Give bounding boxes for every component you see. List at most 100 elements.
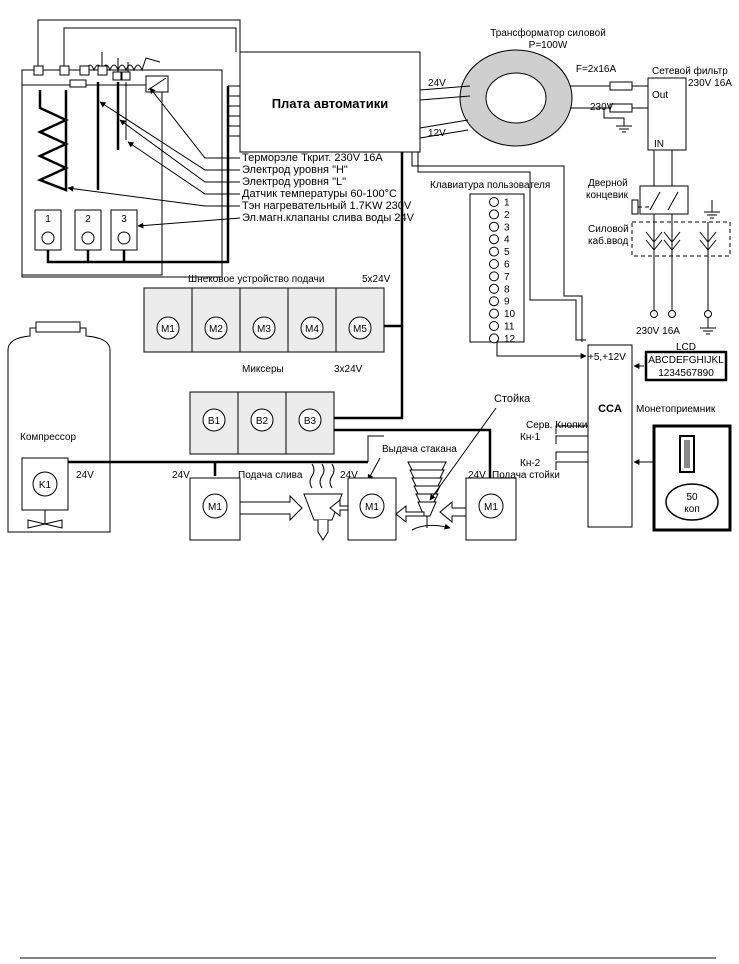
terminal-2 <box>59 65 70 76</box>
keyboard-key-icon <box>489 283 499 294</box>
automation-board: Плата автоматики 24V 12V <box>228 51 446 153</box>
cup-dispenser: Выдача стакана M1 <box>329 435 457 541</box>
drain-feed-title: Подача слива <box>238 470 303 481</box>
callout-electrode-h: Электрод уровня "H" <box>242 164 348 176</box>
lcd-box <box>644 350 728 382</box>
cup-dispenser-motor-icon <box>359 493 385 519</box>
auger-motor-label: M5 <box>353 324 367 335</box>
keyboard-key-label: 6 <box>504 260 510 271</box>
mixers-voltage: 3x24V <box>334 364 363 375</box>
stand-feed-motor-icon <box>478 493 504 519</box>
drain-feed-motor-icon <box>202 493 228 519</box>
door-switch: Дверной концевик <box>586 150 720 219</box>
keyboard-key-icon <box>489 197 499 207</box>
mixers-title: Миксеры <box>242 364 284 375</box>
coin-unit: коп <box>684 504 699 515</box>
keyboard-key-label: 1 <box>504 198 510 209</box>
terminal-4 <box>97 65 108 76</box>
terminal-1 <box>33 65 44 76</box>
cca-kn1: Кн-1 <box>520 432 541 443</box>
keyboard-key-label: 2 <box>504 210 510 221</box>
fuse-block: F=2x16A 230V <box>576 64 648 133</box>
keyboard-key-icon <box>489 209 499 220</box>
keyboard-key-label: 12 <box>504 334 516 345</box>
lcd-title: LCD <box>676 342 696 353</box>
auger-motor-icon <box>252 316 276 340</box>
valve-label: 1 <box>45 214 51 225</box>
keyboard-key-icon <box>489 308 499 319</box>
compressor: Компрессор K1 24V <box>7 321 368 533</box>
drain-valves: 1 2 3 <box>34 209 138 251</box>
lcd-line2: 1234567890 <box>658 368 714 379</box>
compressor-motor-icon <box>32 471 58 497</box>
net-filter-out: Out <box>652 90 668 101</box>
mixer-motor-icon <box>202 408 226 432</box>
auger-title: Шнековое устройство подачи <box>188 274 324 285</box>
door-switch-label-1: Дверной <box>588 178 628 189</box>
power-input: Силовой каб.ввод 230V 16A <box>588 214 731 337</box>
stand-feed-title: Подача стойки <box>492 470 560 481</box>
mixer-motor-icon <box>298 408 322 432</box>
stand: Стойка <box>429 393 531 501</box>
keyboard-key-label: 3 <box>504 222 510 233</box>
board-12v-label: 12V <box>428 128 446 139</box>
keyboard-key-icon <box>489 234 499 245</box>
cup-dispenser-voltage: 24V <box>340 470 358 481</box>
automation-board-box <box>239 51 421 153</box>
keyboard-key-icon <box>489 221 499 232</box>
power-input-rating: 230V 16A <box>636 326 680 337</box>
valve-label: 2 <box>85 214 91 225</box>
power-input-label-2: каб.ввод <box>588 235 629 247</box>
stand-feed: 24V Подача стойки M1 <box>439 470 560 541</box>
cca-controller: +5,+12V CCA Серв. Кнопки Кн-1 Кн-2 <box>411 152 633 528</box>
net-filter: Сетевой фильтр 230V 16A Out IN <box>647 65 732 151</box>
stand-feed-arrow-icon <box>439 500 467 524</box>
drain-feed-arrow-icon <box>239 494 303 522</box>
keyboard-key-label: 8 <box>504 284 510 295</box>
door-switch-box <box>639 185 689 215</box>
cca-box <box>587 344 633 528</box>
callout-thermo-relay: Терморэле Ткрит. 230V 16A <box>242 152 383 164</box>
keyboard-key-icon <box>489 246 499 257</box>
net-filter-in: IN <box>654 139 664 150</box>
keyboard-key-icon <box>489 259 499 269</box>
power-input-label-1: Силовой <box>588 224 629 235</box>
auger-motor-label: M4 <box>305 324 319 335</box>
cca-kn2: Кн-2 <box>520 458 541 469</box>
fuse-label: F=2x16A <box>576 64 617 75</box>
stand-feed-motor-label: M1 <box>484 502 498 513</box>
mixer-motor-icon <box>250 408 274 432</box>
keyboard-key-label: 4 <box>504 235 510 246</box>
compressor-voltage: 24V <box>76 470 94 481</box>
fuse-icon <box>609 81 633 91</box>
coin-value: 50 <box>686 492 698 503</box>
drain-feed: 24V Подача слива M1 24V <box>172 463 358 541</box>
fuse-230v-label: 230V <box>590 102 614 113</box>
valve-coil-icon <box>81 231 95 245</box>
terminal-7 <box>69 79 87 88</box>
cup-dispenser-arrow-icon <box>329 498 349 518</box>
auger-motor-icon <box>348 316 372 340</box>
board-24v-label: 24V <box>428 78 446 89</box>
keyboard-key-label: 10 <box>504 309 516 320</box>
valve-label: 3 <box>121 214 127 225</box>
auger-motor-label: M2 <box>209 324 223 335</box>
keyboard-key-icon <box>489 296 499 307</box>
auger-voltage: 5x24V <box>362 274 391 285</box>
heater-element-icon <box>36 90 69 192</box>
auger-motor-icon <box>300 316 324 340</box>
keyboard-title: Клавиатура пользователя <box>430 180 550 191</box>
auger-motor-icon <box>204 316 228 340</box>
compressor-motor-label: K1 <box>39 480 52 491</box>
keyboard-key-label: 11 <box>504 322 515 333</box>
callout-drain-valves: Эл.магн.клапаны слива воды 24V <box>242 212 415 224</box>
transformer-power: P=100W <box>529 40 568 51</box>
door-switch-label-2: концевик <box>586 190 629 201</box>
terminal-5 <box>112 71 122 81</box>
net-filter-box <box>647 77 687 151</box>
transformer-title: Трансформатор силовой <box>490 27 606 39</box>
cca-title: CCA <box>598 403 622 415</box>
